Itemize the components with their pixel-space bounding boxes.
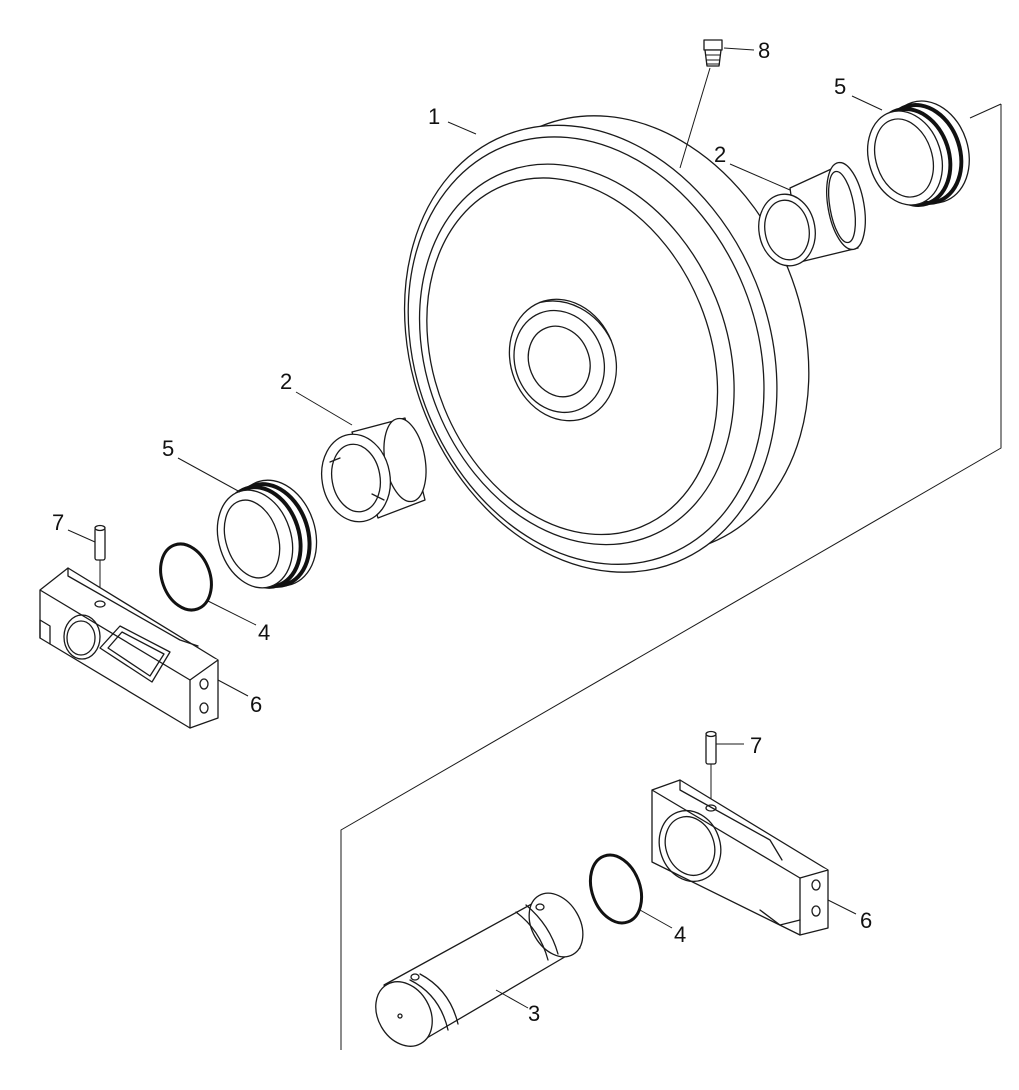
leader-2a bbox=[729, 163, 791, 191]
callout-1: 1 bbox=[428, 104, 440, 129]
assembly-frame-line bbox=[340, 104, 1002, 1050]
leader-7a bbox=[67, 529, 96, 543]
callout-6-right: 6 bbox=[860, 908, 872, 933]
callout-2-upper: 2 bbox=[714, 142, 726, 167]
leader-6b bbox=[827, 899, 857, 915]
leader-5a bbox=[177, 457, 241, 493]
part-bracket-left bbox=[39, 567, 219, 729]
leader-8b bbox=[679, 67, 711, 169]
leader-lines bbox=[67, 47, 883, 1009]
leader-8a bbox=[723, 47, 755, 51]
leader-4b bbox=[639, 909, 673, 929]
callout-5-center: 5 bbox=[162, 436, 174, 461]
part-plug bbox=[703, 39, 723, 67]
assembly-frame-top bbox=[969, 103, 1002, 119]
leader-1 bbox=[447, 121, 477, 135]
part-bracket-right bbox=[651, 779, 829, 936]
part-bushing-center bbox=[321, 417, 427, 523]
part-bushing-upper bbox=[758, 161, 866, 267]
part-shaft bbox=[375, 892, 584, 1047]
callout-8: 8 bbox=[758, 38, 770, 63]
leader-5b bbox=[851, 95, 883, 111]
callout-3: 3 bbox=[528, 1001, 540, 1026]
callout-6-left: 6 bbox=[250, 692, 262, 717]
leader-2b bbox=[295, 391, 353, 426]
part-seal-upper bbox=[867, 100, 970, 207]
callout-2-center: 2 bbox=[280, 369, 292, 394]
part-o-ring-right bbox=[588, 853, 644, 925]
part-seal-center bbox=[216, 479, 318, 589]
callout-4-left: 4 bbox=[258, 620, 270, 645]
leader-3 bbox=[495, 989, 529, 1009]
leader-6a bbox=[217, 679, 249, 697]
callout-4-right: 4 bbox=[674, 922, 686, 947]
part-idler-wheel bbox=[403, 115, 810, 573]
leader-4a bbox=[205, 599, 257, 626]
callout-7-right: 7 bbox=[750, 733, 762, 758]
part-pin-right bbox=[705, 730, 717, 804]
callout-5-upper: 5 bbox=[834, 74, 846, 99]
callout-7-left: 7 bbox=[52, 510, 64, 535]
part-o-ring-left bbox=[159, 542, 213, 612]
